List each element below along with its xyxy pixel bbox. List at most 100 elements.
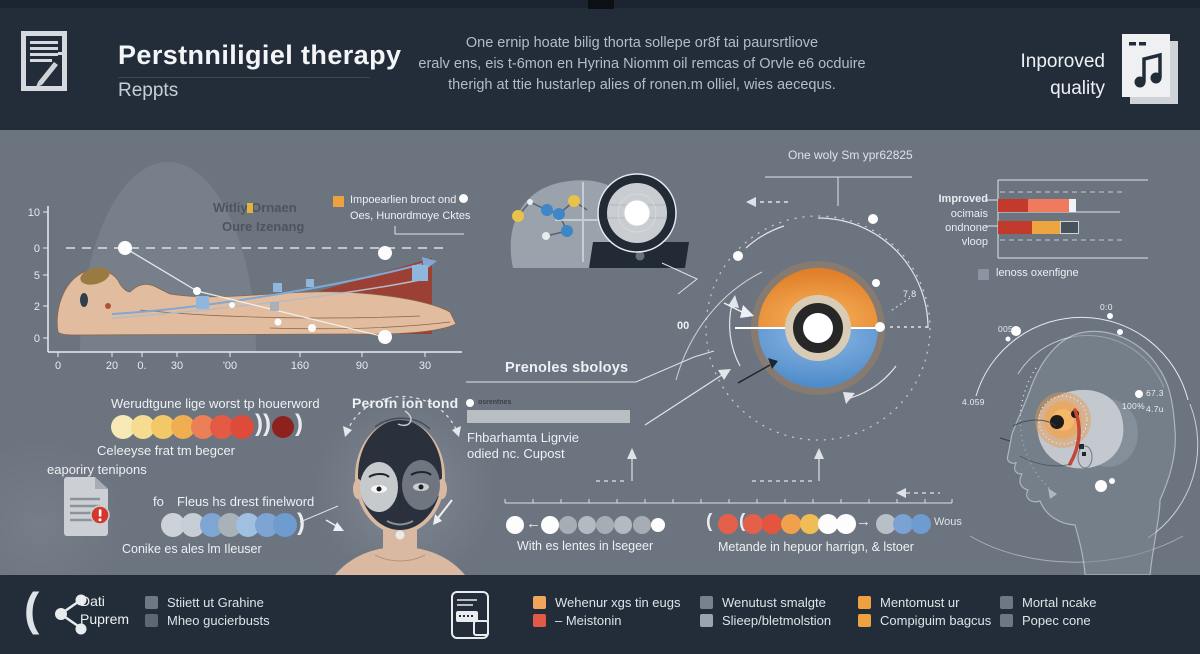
timeline-dot: [614, 516, 632, 534]
y-tick: 0: [34, 333, 40, 345]
head-value-4: 100%: [1122, 401, 1145, 411]
timeline-dot: [893, 514, 913, 534]
timeline-dot: [781, 514, 801, 534]
page-title: Perstnniligiel therapy: [118, 40, 402, 70]
legend-swatch: [700, 614, 713, 627]
improved-quality-line2: quality: [1050, 78, 1105, 99]
bar-segment: [998, 221, 1032, 234]
mouth: [386, 520, 414, 526]
pointer-line: [737, 364, 771, 384]
dome-label-line1: Witliy Ornaen: [213, 200, 297, 215]
bar-row-label: ondnone: [945, 222, 988, 234]
paren-mark: ): [295, 410, 303, 437]
promotes-heading: Prenoles sboloys: [505, 360, 629, 376]
warm-dot: [230, 415, 254, 439]
paren-marks: )): [255, 410, 271, 437]
paren-mark: (: [739, 511, 745, 533]
legend-swatch: [700, 596, 713, 609]
warm-dots-caption: Celeeyse frat tm begcer: [97, 443, 236, 458]
chart-axes: [47, 206, 462, 353]
bar-legend-swatch: [978, 269, 989, 280]
legend-label: Slieep/bletmolstion: [722, 613, 832, 628]
up-arrowhead-1: [627, 448, 637, 459]
bar-row-label: ocimais: [950, 208, 988, 220]
bar-row-label: vloop: [961, 236, 988, 248]
timeline-dot: [818, 514, 838, 534]
footer-legend-item: – Meistonin: [533, 613, 621, 628]
intro-line-3: therigh at ttie hustarlep alies of ronen…: [448, 77, 836, 93]
legend-connector: [394, 226, 464, 235]
target-dot-large: [1050, 415, 1064, 429]
head-value-5: 67.3: [1146, 388, 1164, 398]
footer-legend-item: Stiiett ut Grahine: [145, 595, 264, 610]
legend-swatch: [858, 614, 871, 627]
eye-mark: [80, 293, 88, 307]
timeline-caption-left: With es lentes in lsegeer: [517, 539, 654, 553]
y-tick: 5: [34, 270, 40, 282]
electrode-curve: [1068, 408, 1081, 466]
brain-dotted-ring: [1038, 395, 1088, 445]
timeline-dot: [541, 516, 559, 534]
timeline-dot: [836, 514, 856, 534]
legend-label: – Meistonin: [555, 613, 622, 628]
timeline-dot: [876, 514, 896, 534]
axis-ticks: [43, 211, 426, 357]
timeline-dot: [506, 516, 524, 534]
x-tick: 30: [419, 360, 431, 372]
timeline-suffix: Wous: [934, 516, 962, 528]
timeline-dot: [559, 516, 577, 534]
sleep-chart: 10 0 5 2 0 0 20 0. 30 '00 160 90 30: [28, 162, 464, 372]
axis-tick-labels: 10 0 5 2 0 0 20 0. 30 '00 160 90 30: [28, 207, 431, 372]
bar-segment: [1060, 221, 1079, 234]
eyebrows: [368, 471, 432, 478]
x-tick: 160: [291, 360, 309, 372]
footer-legend-item: Slieep/bletmolstion: [700, 613, 831, 628]
legend-swatch: [145, 614, 158, 627]
intro-line-1: One ernip hoate bilig thorta sollepe or8…: [465, 35, 819, 51]
footer-legend-item: Popec cone: [1000, 613, 1091, 628]
gauge-right-value: 7.8: [903, 289, 917, 299]
promotes-mini-label: osrentnes: [478, 399, 512, 406]
report-document-icon: [21, 31, 67, 91]
head-orbit-dots: [1005, 313, 1143, 492]
blue-dots-prefix: fo: [153, 494, 164, 509]
promotes-line2: odied nc. Cupost: [467, 446, 565, 461]
dome-label-line2: Oure Izenang: [222, 219, 305, 234]
legend-swatch: [533, 596, 546, 609]
head-value-3: 4.059: [962, 397, 985, 407]
face-label: Perofn ion tond: [352, 395, 459, 411]
sensor-wire: [397, 410, 412, 426]
stimulator-device-icon: [451, 591, 489, 639]
side-label: eaporiry tenipons: [47, 462, 147, 477]
timeline-dot: [743, 514, 763, 534]
right-arrow-glyph: →: [856, 513, 871, 530]
footer-legend-item: Mentomust ur: [858, 595, 959, 610]
head-profile-illustration: [969, 313, 1199, 575]
timeline-dot: [800, 514, 820, 534]
legend-swatch: [533, 614, 546, 627]
warm-dots-heading: Werudtgune lige worst tp houerword: [111, 396, 320, 411]
mri-machine-icon: [589, 173, 689, 268]
footer-legend-item: Compiguim bagcus: [858, 613, 991, 628]
timeline-dot: [911, 514, 931, 534]
legend-label: Mentomust ur: [880, 595, 960, 610]
chart-legend-line1: Impoearlien broct ond: [350, 194, 457, 206]
legend-label: Stiiett ut Grahine: [167, 595, 264, 610]
arc-arrowhead-bottom: [843, 392, 855, 404]
x-tick: 30: [171, 360, 183, 372]
white-arrowhead: [740, 305, 754, 318]
yellow-mark: [247, 203, 253, 213]
promotes-mini-dot: [466, 399, 474, 407]
legend-label: Wehenur xgs tin eugs: [555, 595, 681, 610]
bar-row-label: Improved: [938, 193, 988, 205]
blue-dots-heading: Fleus hs drest finelword: [177, 494, 315, 509]
top-dashed-arrowhead: [746, 197, 756, 207]
pointer-arrowhead: [768, 358, 778, 369]
y-tick: 2: [34, 301, 40, 313]
blue-dots-caption: Conike es ales lm Ileuser: [122, 542, 262, 556]
chart-legend-swatch: [333, 196, 344, 207]
paren-mark: (: [706, 511, 713, 532]
legend-swatch: [1000, 614, 1013, 627]
timeline-caption-right: Metande in hepuor harrign, & lstoer: [718, 540, 914, 554]
